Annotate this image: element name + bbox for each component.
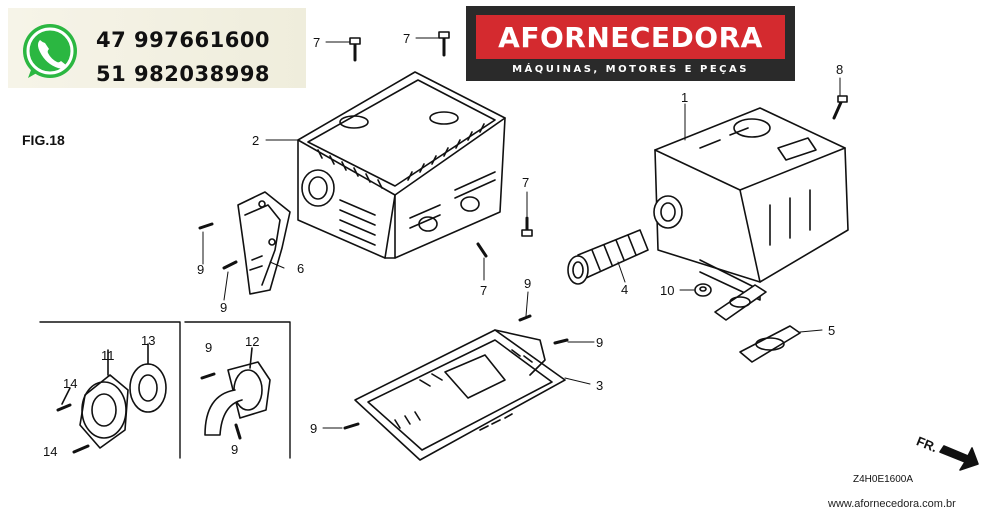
phone-number-2[interactable]: 51 982038998 bbox=[96, 62, 271, 86]
inset-frames bbox=[39, 321, 291, 459]
callout-4: 4 bbox=[621, 282, 628, 297]
callout-1: 1 bbox=[681, 90, 688, 105]
phone-number-1[interactable]: 47 997661600 bbox=[96, 28, 271, 52]
callout-9: 9 bbox=[310, 421, 317, 436]
part-11-end-cap bbox=[79, 349, 129, 449]
part-1-muffler bbox=[653, 107, 849, 301]
front-direction-arrow bbox=[939, 445, 979, 471]
part-12-exhaust-pipe bbox=[200, 347, 271, 440]
whatsapp-icon[interactable] bbox=[18, 20, 82, 84]
callout-leaders bbox=[202, 37, 841, 429]
callout-9: 9 bbox=[231, 442, 238, 457]
diagram-code: Z4H0E1600A bbox=[853, 474, 914, 485]
part-5-gasket bbox=[739, 325, 801, 363]
callout-7: 7 bbox=[403, 31, 410, 46]
callout-14: 14 bbox=[63, 376, 77, 391]
muffler-gasket bbox=[714, 284, 767, 321]
callout-9: 9 bbox=[524, 276, 531, 291]
callout-9: 9 bbox=[220, 300, 227, 315]
callout-3: 3 bbox=[596, 378, 603, 393]
part-2-muffler-cover bbox=[297, 71, 506, 259]
callout-9: 9 bbox=[596, 335, 603, 350]
callout-numbers: 2 7 7 7 7 8 1 6 9 9 4 10 5 3 9 9 9 11 13… bbox=[43, 31, 939, 459]
website-link[interactable]: www.afornecedora.com.br bbox=[828, 498, 956, 510]
callout-10: 10 bbox=[660, 283, 674, 298]
brand-name-panel: AFORNECEDORA bbox=[476, 15, 785, 59]
bolts bbox=[198, 31, 848, 430]
part-6-heat-protector bbox=[237, 191, 291, 295]
callout-7: 7 bbox=[480, 283, 487, 298]
part-3-protector-plate bbox=[354, 329, 566, 461]
figure-label: FIG.18 bbox=[22, 132, 65, 148]
callout-7: 7 bbox=[522, 175, 529, 190]
callout-9: 9 bbox=[197, 262, 204, 277]
callout-14: 14 bbox=[43, 444, 57, 459]
front-direction-label: FR. bbox=[914, 433, 939, 455]
callout-5: 5 bbox=[828, 323, 835, 338]
callout-6: 6 bbox=[297, 261, 304, 276]
contact-banner: 47 997661600 51 982038998 bbox=[8, 8, 306, 88]
brand-logo[interactable]: AFORNECEDORA MÁQUINAS, MOTORES E PEÇAS bbox=[466, 6, 795, 81]
part-4-spark-arrester bbox=[567, 229, 649, 285]
callout-11: 11 bbox=[101, 348, 115, 363]
brand-tagline: MÁQUINAS, MOTORES E PEÇAS bbox=[512, 64, 749, 75]
part-14-screws bbox=[56, 387, 90, 454]
callout-9: 9 bbox=[205, 340, 212, 355]
callout-7: 7 bbox=[313, 35, 320, 50]
callout-2: 2 bbox=[252, 133, 259, 148]
callout-12: 12 bbox=[245, 334, 259, 349]
brand-name: AFORNECEDORA bbox=[498, 20, 763, 54]
callout-13: 13 bbox=[141, 333, 155, 348]
callout-8: 8 bbox=[836, 62, 843, 77]
part-10-nut bbox=[694, 283, 712, 297]
part-13-gasket bbox=[129, 343, 167, 413]
